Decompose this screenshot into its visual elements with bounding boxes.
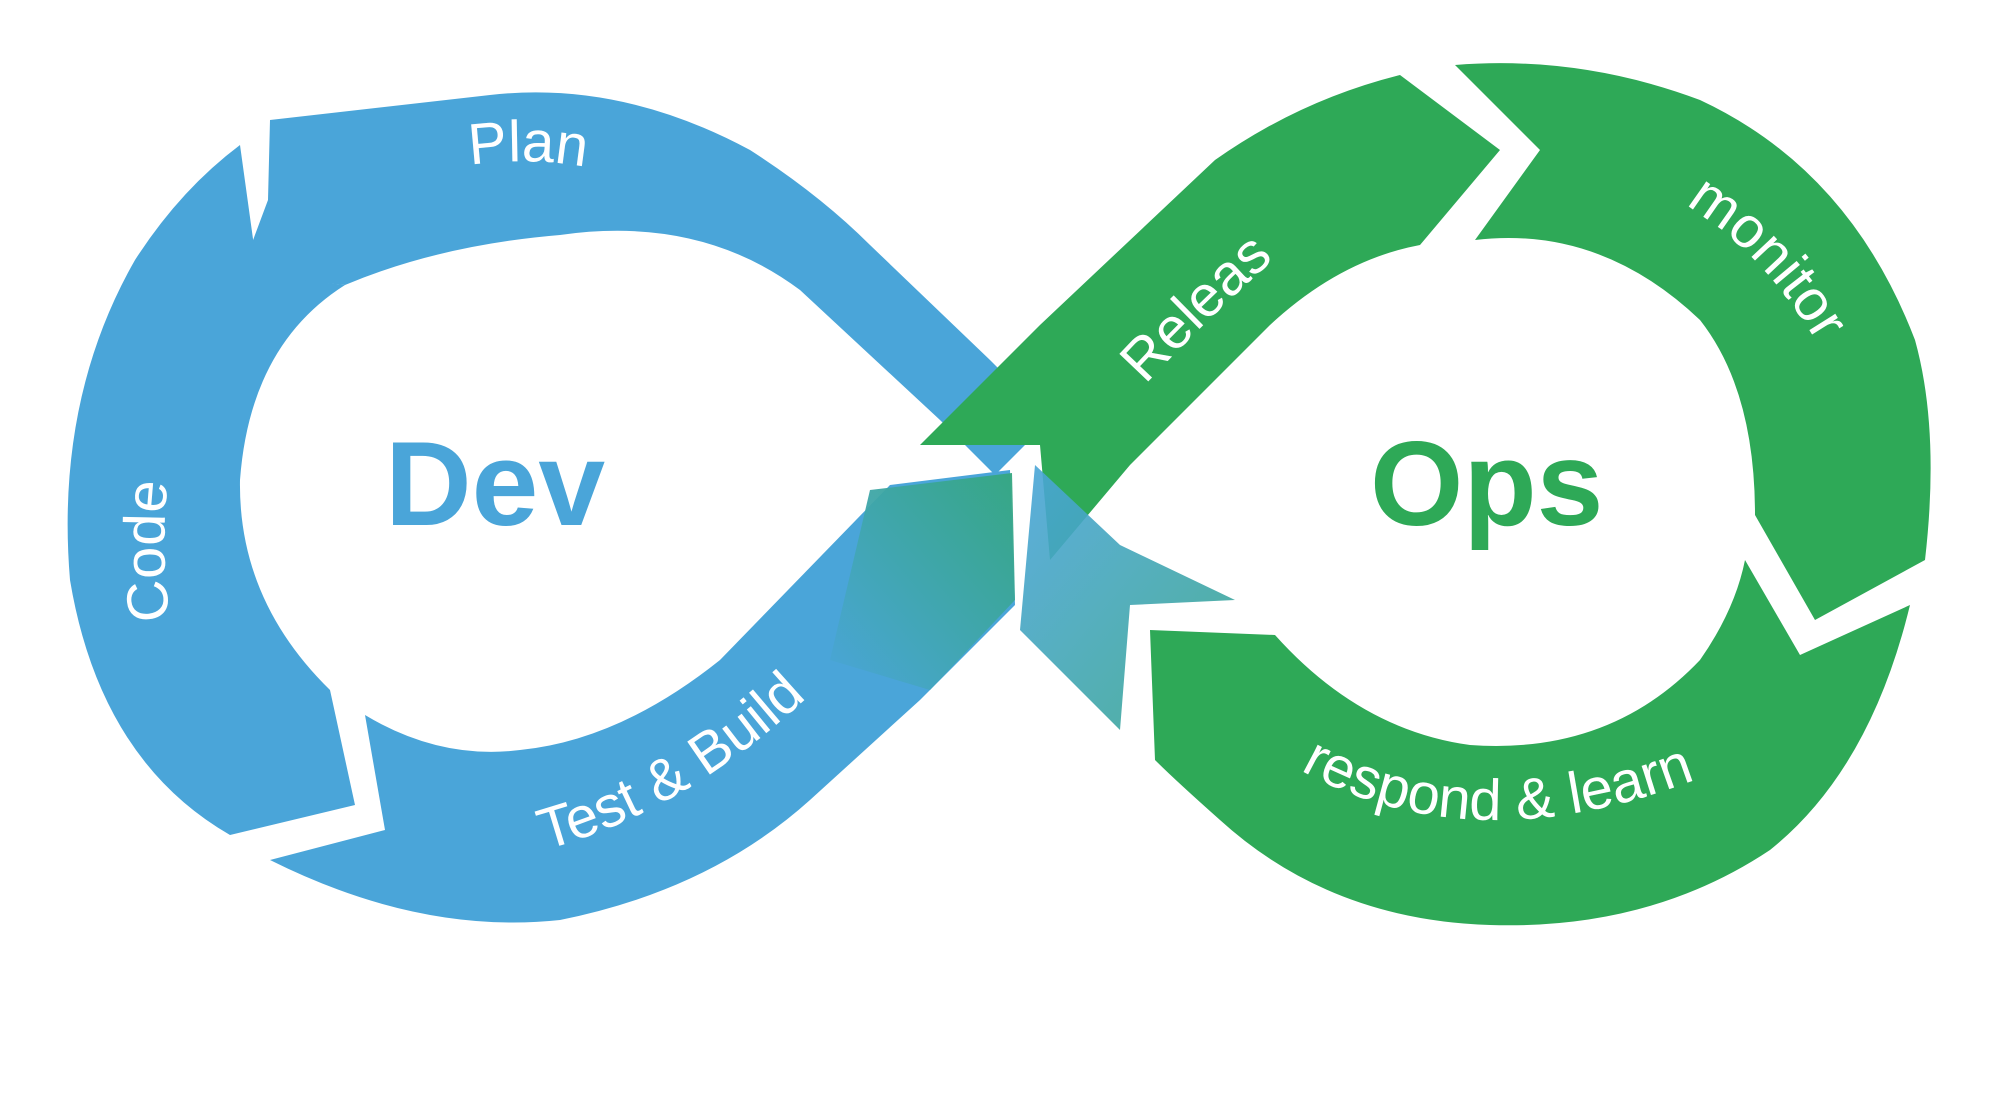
release-segment [920,75,1500,560]
test-build-segment [270,470,1015,923]
ops-loop [920,63,1931,926]
dev-center-label: Dev [385,417,605,551]
code-segment [67,145,355,835]
code-label: Code [112,477,182,625]
respond-learn-segment [1150,560,1910,926]
monitor-segment [1455,63,1931,620]
ops-center-label: Ops [1370,417,1603,551]
plan-label: Plan [465,109,592,179]
crossing-ops [1020,465,1235,730]
crossing-dev [830,473,1015,690]
plan-segment [240,92,1050,476]
dev-loop [67,92,1050,923]
